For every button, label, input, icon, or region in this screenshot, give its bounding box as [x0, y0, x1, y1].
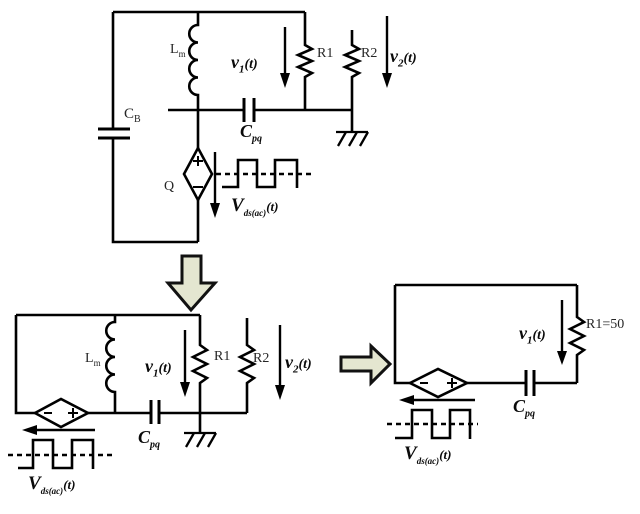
square-wave [216, 158, 312, 189]
bottom-right-circuit [387, 283, 587, 440]
label-inductor-lm: Lm [85, 351, 101, 368]
label-v1: v1(t) [231, 52, 258, 76]
inductor-lm [187, 12, 200, 110]
v1-reference-arrow [557, 300, 567, 365]
bottom-left-circuit [8, 313, 285, 470]
plus-sign [447, 378, 457, 388]
square-wave [387, 408, 478, 440]
resistor-r1 [294, 12, 316, 110]
ground-symbol [184, 431, 217, 448]
dependent-source [32, 397, 91, 429]
label-cpq: Cpq [138, 427, 161, 451]
label-v1: v1(t) [145, 356, 172, 380]
label-capacitor-cb: CB [124, 106, 141, 125]
label-vds: Vds(ac)(t) [231, 195, 279, 218]
capacitor-cpq [524, 370, 536, 396]
plus-sign [68, 408, 78, 418]
ground-symbol [336, 130, 369, 147]
label-v2: v2(t) [285, 352, 312, 376]
plus-sign [193, 156, 203, 166]
capacitor-cpq [242, 98, 256, 122]
label-r2: R2 [253, 351, 270, 366]
resistor-r1 [567, 285, 587, 383]
capacitor-cb [98, 127, 130, 140]
dependent-source-q [182, 145, 214, 203]
top-circuit [98, 10, 392, 244]
label-q: Q [164, 179, 175, 194]
v2-reference-arrow [382, 16, 392, 88]
label-cpq: Cpq [513, 396, 536, 420]
square-wave [8, 438, 114, 470]
resistor-r2 [341, 30, 363, 132]
label-v2: v2(t) [390, 46, 417, 70]
label-vds: Vds(ac)(t) [28, 473, 76, 496]
v1-reference-arrow [280, 27, 290, 88]
label-r2: R2 [361, 46, 378, 61]
source-current-arrow [22, 425, 95, 435]
v1-reference-arrow [180, 330, 190, 397]
right-block-arrow [339, 342, 393, 387]
source-current-arrow [399, 395, 475, 405]
v2-reference-arrow [275, 325, 285, 400]
capacitor-cpq [149, 400, 161, 424]
label-cpq: Cpq [240, 121, 263, 145]
label-r1: R1 [317, 46, 334, 61]
label-r1: R1 [214, 349, 231, 364]
label-inductor-lm: Lm [170, 42, 186, 59]
source-current-arrow [210, 152, 220, 218]
left-branch-wire [111, 12, 198, 244]
dependent-source [407, 367, 470, 399]
inductor-lm [104, 315, 117, 413]
label-vds: Vds(ac)(t) [404, 443, 452, 466]
left-branch-wire [14, 315, 35, 415]
label-v1: v1(t) [519, 323, 546, 347]
resistor-r1 [190, 315, 210, 433]
resistor-r2 [237, 318, 257, 413]
left-branch-wire [393, 285, 410, 385]
label-r1-value: R1=50 [586, 317, 625, 332]
block-arrows [164, 254, 393, 387]
down-block-arrow [164, 254, 219, 313]
